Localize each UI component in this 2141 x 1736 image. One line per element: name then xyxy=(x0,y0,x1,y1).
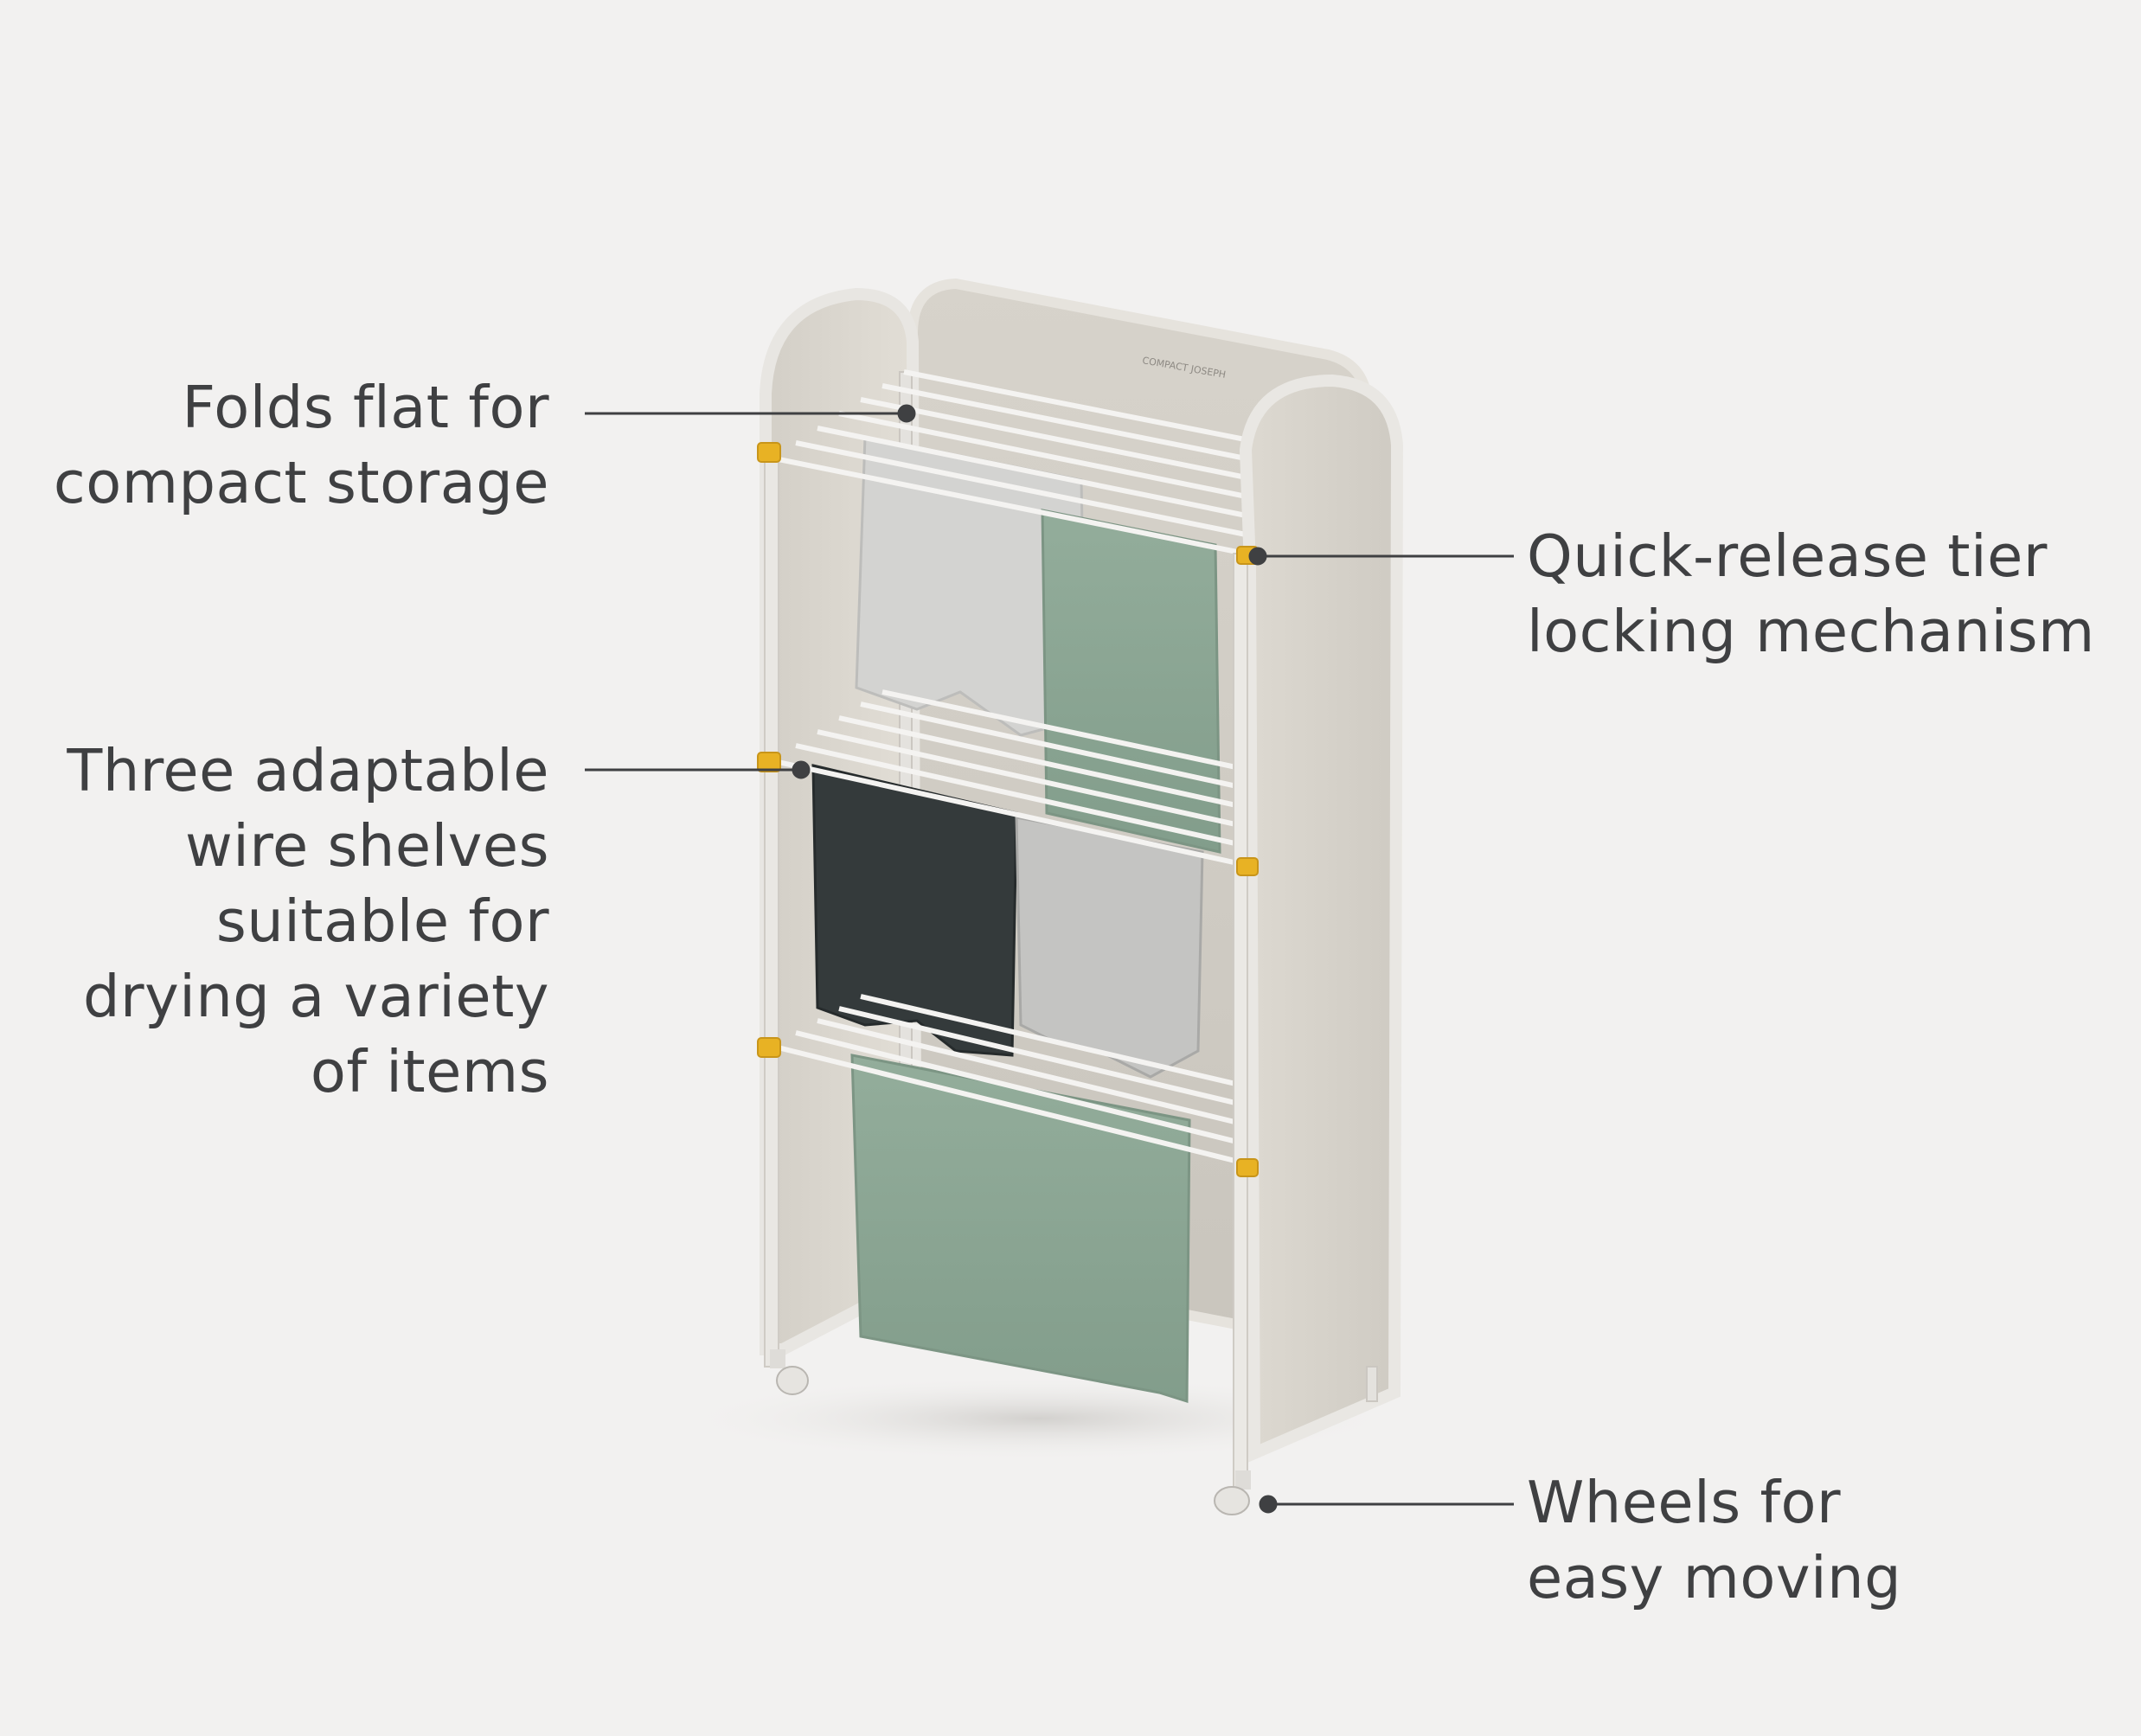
wire-shelf-middle xyxy=(773,689,1290,868)
right-back-leg xyxy=(1366,1366,1378,1402)
floor-shadow xyxy=(675,1375,1401,1462)
dot-wheels xyxy=(1259,1495,1278,1514)
callout-folds-flat: Folds flat for compact storage xyxy=(54,370,549,521)
callout-line: of items xyxy=(310,1038,549,1105)
wheel-front-right xyxy=(1214,1470,1251,1515)
callout-line: locking mechanism xyxy=(1527,598,2095,665)
callout-quick-release: Quick-release tier locking mechanism xyxy=(1527,519,2095,669)
right-front-pole xyxy=(1233,553,1248,1489)
callout-line: compact storage xyxy=(53,449,549,516)
callout-line: Folds flat for xyxy=(182,374,549,441)
callout-line: suitable for xyxy=(215,887,549,955)
callout-line: Three adaptable xyxy=(67,737,549,804)
dot-quick-release xyxy=(1248,547,1267,566)
dot-folds-flat xyxy=(897,404,916,423)
callout-wheels: Wheels for easy moving xyxy=(1527,1465,1901,1616)
left-front-pole xyxy=(764,449,779,1368)
wheel-front-left xyxy=(770,1349,809,1395)
leader-lines xyxy=(585,404,1514,1514)
grey-shirt-middle xyxy=(1015,816,1204,1079)
callout-line: Wheels for xyxy=(1527,1469,1842,1536)
dot-wire-shelves xyxy=(792,760,811,779)
right-panel xyxy=(1239,374,1404,1463)
callout-wire-shelves: Three adaptable wire shelves suitable fo… xyxy=(67,733,549,1110)
green-towel-bottom xyxy=(850,1054,1191,1404)
wire-shelf-bottom xyxy=(773,994,1281,1166)
callout-line: drying a variety xyxy=(83,963,549,1030)
dark-shirt-middle xyxy=(811,764,1018,1057)
callout-line: Quick-release tier xyxy=(1527,522,2048,590)
wire-shelf-top xyxy=(773,369,1298,556)
callout-line: wire shelves xyxy=(185,812,549,880)
callout-line: easy moving xyxy=(1527,1544,1902,1611)
